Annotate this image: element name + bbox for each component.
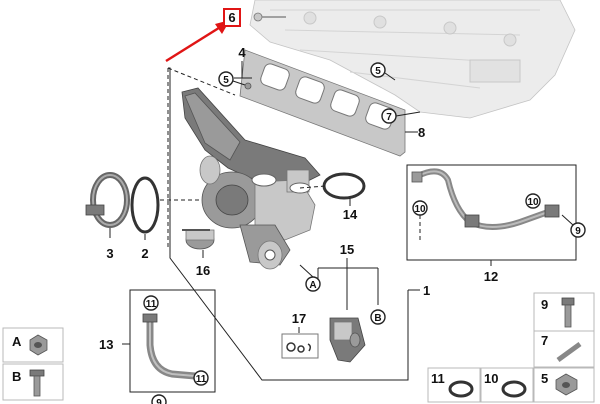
svg-text:10: 10 xyxy=(527,197,539,208)
turbocharger-assembly xyxy=(181,87,321,270)
seal-ring-2 xyxy=(130,176,160,234)
svg-text:9: 9 xyxy=(575,226,581,237)
callout-14-label: 14 xyxy=(343,207,358,222)
callout-6-label: 6 xyxy=(228,10,235,25)
legend-tile-A: A xyxy=(2,327,64,363)
callout-3-label: 3 xyxy=(106,246,113,261)
legend-tile-7: 7 xyxy=(533,330,595,368)
svg-text:10: 10 xyxy=(484,371,498,386)
svg-text:A: A xyxy=(309,280,316,291)
callout-8-label: 8 xyxy=(418,125,425,140)
svg-text:9: 9 xyxy=(156,398,162,404)
pipe-13-frame xyxy=(129,289,216,393)
svg-text:5: 5 xyxy=(375,66,381,77)
callout-5-right xyxy=(370,62,386,78)
callout-4-label: 4 xyxy=(238,45,246,60)
svg-text:5: 5 xyxy=(541,371,548,386)
svg-text:11: 11 xyxy=(196,374,207,385)
coolant-pipe-13 xyxy=(142,313,196,380)
cylinder-head-ghost xyxy=(249,0,576,119)
callout-11-pipe-bottom xyxy=(193,370,209,386)
callout-12-label: 12 xyxy=(484,269,498,284)
svg-text:10: 10 xyxy=(414,204,426,215)
svg-text:11: 11 xyxy=(146,299,157,310)
callout-11-pipe-top xyxy=(143,295,159,311)
callout-17-label: 17 xyxy=(292,311,306,326)
legend-tile-9: 9 xyxy=(533,292,595,332)
svg-text:9: 9 xyxy=(541,297,548,312)
callout-6-highlighted[interactable]: 6 xyxy=(223,8,241,27)
callout-9-pipe xyxy=(570,222,586,238)
svg-text:5: 5 xyxy=(223,75,229,86)
legend-tile-B: B xyxy=(2,363,64,401)
callout-2-label: 2 xyxy=(141,246,148,261)
callout-10-pipe-right xyxy=(525,193,541,209)
sensor-15 xyxy=(329,317,366,363)
callout-9-bottom xyxy=(151,394,167,404)
svg-text:7: 7 xyxy=(386,112,392,123)
legend-tile-10: 10 xyxy=(480,367,534,403)
svg-text:7: 7 xyxy=(541,333,548,348)
svg-text:B: B xyxy=(374,313,381,324)
v-band-clamp-3 xyxy=(85,172,130,228)
svg-text:A: A xyxy=(12,334,22,349)
callout-13-label: 13 xyxy=(99,337,113,352)
callout-1-label: 1 xyxy=(423,283,430,298)
callout-15-label: 15 xyxy=(340,242,354,257)
callout-B-main xyxy=(370,309,386,325)
wastegate-actuator-16 xyxy=(182,229,215,250)
coolant-pipe-12 xyxy=(411,168,560,230)
callout-5-left xyxy=(218,71,234,87)
washer-6 xyxy=(253,12,263,22)
highlight-arrow xyxy=(165,20,230,63)
svg-text:B: B xyxy=(12,369,21,384)
svg-text:11: 11 xyxy=(431,371,445,386)
exhaust-manifold-gasket xyxy=(239,49,406,157)
seal-ring-14 xyxy=(322,172,366,200)
legend-tile-5: 5 xyxy=(533,367,595,403)
callout-16-label: 16 xyxy=(196,263,210,278)
legend-tile-11: 11 xyxy=(427,367,481,403)
